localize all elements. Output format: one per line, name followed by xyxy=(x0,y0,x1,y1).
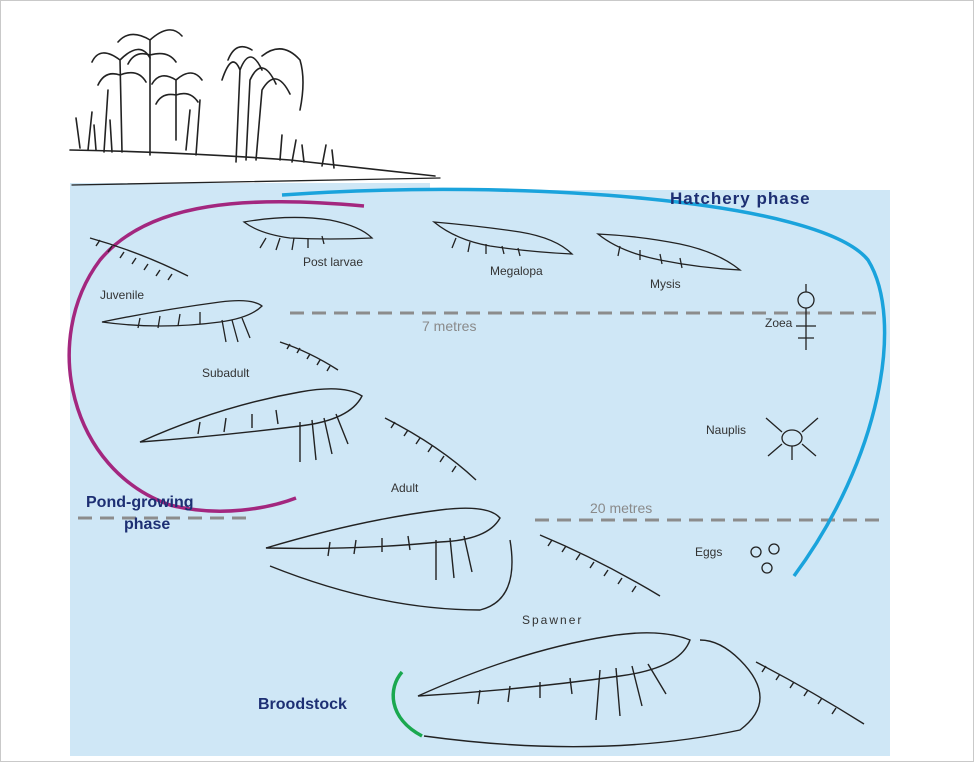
label-subadult: Subadult xyxy=(202,366,249,380)
eggs-sketch xyxy=(751,544,779,573)
label-mysis: Mysis xyxy=(650,277,681,291)
label-zoea: Zoea xyxy=(765,316,792,330)
label-megalopa: Megalopa xyxy=(490,264,543,278)
broodstock-phase-arc xyxy=(393,672,422,736)
label-pond-growing-phase: phase xyxy=(124,516,170,534)
coastal-vegetation xyxy=(70,30,440,185)
label-eggs: Eggs xyxy=(695,545,722,559)
label-pond-growing: Pond-growing xyxy=(86,494,194,512)
pond-growing-phase-arc xyxy=(69,202,364,511)
label-adult: Adult xyxy=(391,481,418,495)
spawner-sketch xyxy=(418,633,760,747)
adult-sketch xyxy=(266,508,512,610)
label-hatchery-phase: Hatchery phase xyxy=(670,189,811,209)
zoea-sketch xyxy=(796,284,816,350)
nauplis-sketch xyxy=(766,418,818,460)
label-post-larvae: Post larvae xyxy=(303,255,363,269)
subadult-sketch xyxy=(140,389,362,462)
label-nauplis: Nauplis xyxy=(706,423,746,437)
megalopa-sketch xyxy=(434,222,572,256)
label-broodstock: Broodstock xyxy=(258,696,347,714)
label-20-metres: 20 metres xyxy=(590,500,652,516)
label-spawner: Spawner xyxy=(522,613,583,627)
label-juvenile: Juvenile xyxy=(100,288,144,302)
label-7-metres: 7 metres xyxy=(422,318,476,334)
post-larvae-sketch xyxy=(244,217,372,250)
juvenile-sketch xyxy=(102,301,262,342)
mysis-sketch xyxy=(598,234,740,270)
hatchery-phase-arc xyxy=(282,189,885,576)
antennae-sketches xyxy=(90,238,864,724)
